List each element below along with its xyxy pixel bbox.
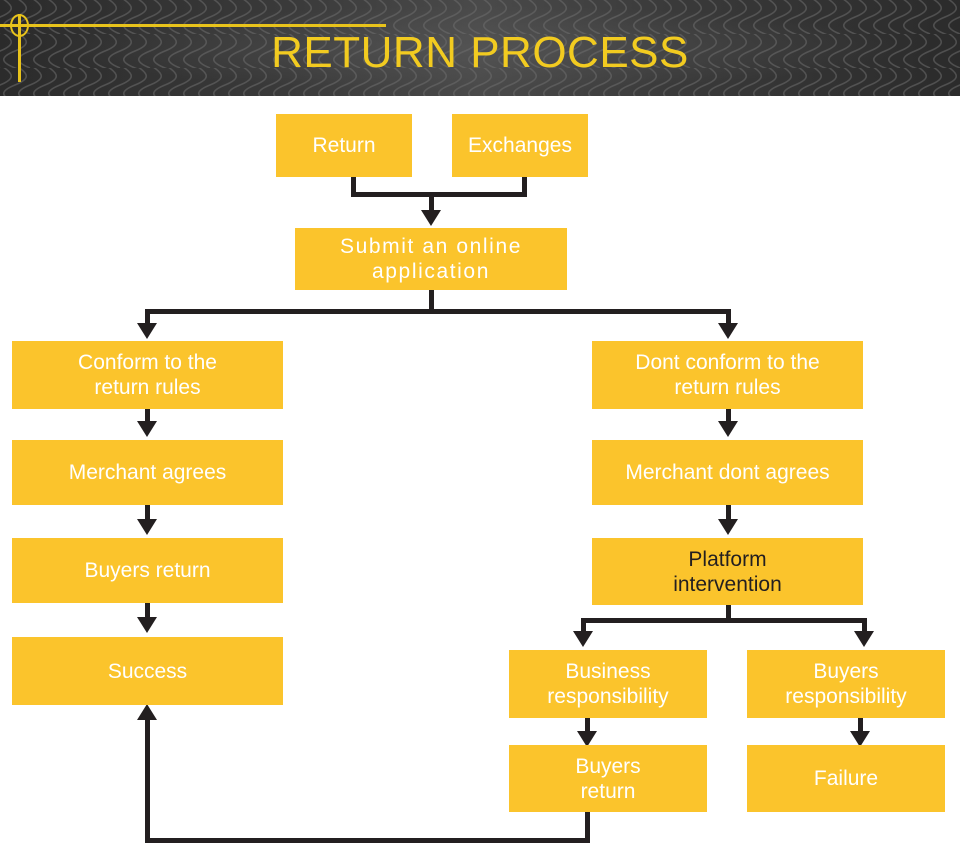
- edge-join-to-submit-vertical: [429, 192, 434, 214]
- header-decoration-circle-icon: [10, 14, 29, 37]
- edge-feedback-loop-down-vertical: [585, 812, 590, 842]
- edge-conform-to-merchant-agrees-vertical: [145, 408, 150, 425]
- edge-submit-split-bar: [145, 309, 731, 314]
- arrow-into-platform-intervention-icon: [718, 519, 738, 535]
- edge-merchant-agrees-to-buyers-return-vertical: [145, 505, 150, 522]
- arrow-into-success-icon: [137, 617, 157, 633]
- arrow-into-merchant-agrees-icon: [137, 421, 157, 437]
- node-platform-intervention[interactable]: Platform intervention: [592, 538, 863, 605]
- edge-dont-conform-to-merchant-dont-agrees-vertical: [726, 408, 731, 425]
- arrow-into-failure-icon: [850, 731, 870, 747]
- edge-split-right-vertical: [726, 309, 731, 327]
- arrow-into-buyers-return-left-icon: [137, 519, 157, 535]
- node-merchant-agrees[interactable]: Merchant agrees: [12, 440, 283, 505]
- edge-return-exchanges-join-bar: [351, 192, 527, 197]
- arrow-into-business-responsibility-icon: [573, 631, 593, 647]
- edge-merchant-dont-agrees-to-platform-vertical: [726, 505, 731, 522]
- edge-feedback-loop-bottom-bar: [145, 838, 590, 843]
- arrow-into-merchant-dont-agrees-icon: [718, 421, 738, 437]
- edge-feedback-loop-up-vertical: [145, 720, 150, 840]
- edge-platform-split-left-vertical: [581, 618, 586, 635]
- arrow-into-buyers-responsibility-icon: [854, 631, 874, 647]
- page-title: RETURN PROCESS: [271, 28, 689, 77]
- arrow-into-buyers-return-right-icon: [577, 731, 597, 747]
- node-business-responsibility[interactable]: Business responsibility: [509, 650, 707, 718]
- header-decoration-vertical-rule: [18, 14, 21, 82]
- header-decoration-horizontal-rule: [0, 24, 386, 27]
- node-return[interactable]: Return: [276, 114, 412, 177]
- arrow-into-dont-conform-icon: [718, 323, 738, 339]
- arrow-into-submit-icon: [421, 210, 441, 226]
- node-submit-an-online-application[interactable]: Submit an online application: [295, 228, 567, 290]
- header-banner: RETURN PROCESS: [0, 0, 960, 96]
- node-exchanges[interactable]: Exchanges: [452, 114, 588, 177]
- edge-split-left-vertical: [145, 309, 150, 327]
- node-success[interactable]: Success: [12, 637, 283, 705]
- node-dont-conform-to-the-return-rules[interactable]: Dont conform to the return rules: [592, 341, 863, 409]
- edge-platform-split-bar: [581, 618, 866, 623]
- edge-platform-split-right-vertical: [862, 618, 867, 635]
- arrow-into-conform-icon: [137, 323, 157, 339]
- mesh-pattern-icon: [0, 0, 960, 96]
- edge-exchanges-to-submit-vertical: [522, 177, 527, 197]
- edge-buyers-responsibility-to-failure-vertical: [858, 718, 863, 735]
- node-failure[interactable]: Failure: [747, 745, 945, 812]
- node-conform-to-the-return-rules[interactable]: Conform to the return rules: [12, 341, 283, 409]
- edge-submit-to-split-vertical: [429, 290, 434, 314]
- edge-business-responsibility-to-buyers-return-vertical: [585, 718, 590, 735]
- edge-platform-to-split-vertical: [726, 605, 731, 623]
- node-buyers-return-right[interactable]: Buyers return: [509, 745, 707, 812]
- node-buyers-return-left[interactable]: Buyers return: [12, 538, 283, 603]
- node-merchant-dont-agrees[interactable]: Merchant dont agrees: [592, 440, 863, 505]
- arrow-into-success-from-feedback-icon: [137, 704, 157, 720]
- edge-return-to-submit-vertical: [351, 177, 356, 197]
- node-buyers-responsibility[interactable]: Buyers responsibility: [747, 650, 945, 718]
- edge-buyers-return-to-success-vertical: [145, 603, 150, 620]
